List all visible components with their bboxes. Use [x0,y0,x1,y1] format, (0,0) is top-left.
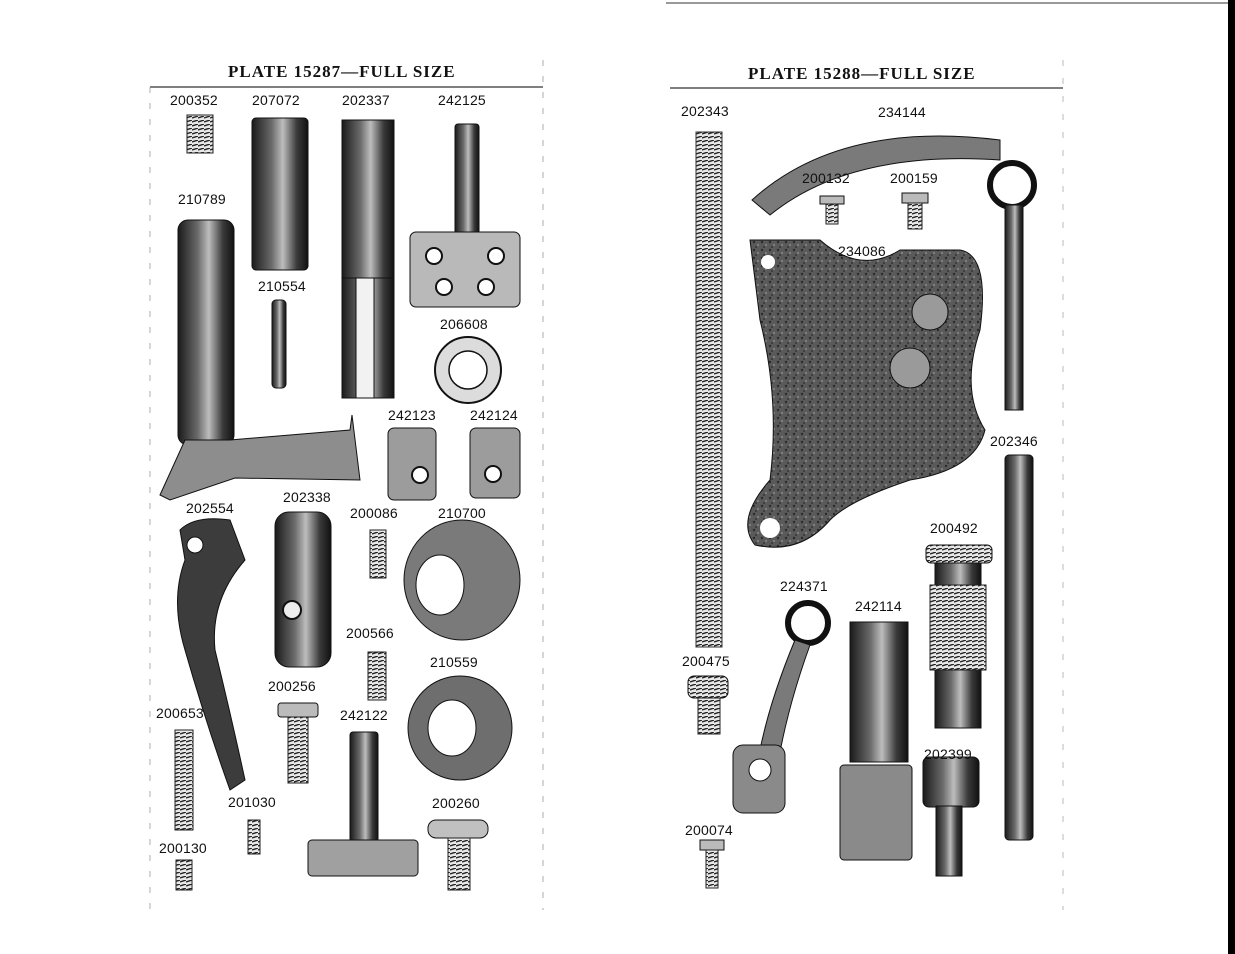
part-label: 242122 [340,707,388,723]
part-label: 234144 [878,104,926,120]
part-label: 242123 [388,407,436,423]
part-label: 201030 [228,794,276,810]
part-label: 200352 [170,92,218,108]
part-label: 210700 [438,505,486,521]
part-label: 210789 [178,191,226,207]
left-plate-title: PLATE 15287—FULL SIZE [228,62,456,81]
part-label: 242125 [438,92,486,108]
part-label: 202338 [283,489,331,505]
part-label: 200653 [156,705,204,721]
part-label: 202343 [681,103,729,119]
part-label: 200132 [802,170,850,186]
part-label: 234086 [838,243,886,259]
part-label: 202337 [342,92,390,108]
part-label: 200260 [432,795,480,811]
part-label: 200159 [890,170,938,186]
part-label: 242124 [470,407,518,423]
part-label: 210559 [430,654,478,670]
part-label: 200074 [685,822,733,838]
part-label: 200566 [346,625,394,641]
part-label: 242114 [855,598,902,614]
right-plate-title: PLATE 15288—FULL SIZE [748,64,976,83]
part-label: 207072 [252,92,300,108]
part-label: 224371 [780,578,828,594]
part-label: 200475 [682,653,730,669]
part-label: 206608 [440,316,488,332]
part-label: 202399 [924,746,972,762]
part-label: 200086 [350,505,398,521]
part-label: 202346 [990,433,1038,449]
part-label: 210554 [258,278,306,294]
part-label: 200492 [930,520,978,536]
part-label: 202554 [186,500,234,516]
part-label: 200130 [159,840,207,856]
part-label: 200256 [268,678,316,694]
page-edge-shadow [1228,0,1235,954]
